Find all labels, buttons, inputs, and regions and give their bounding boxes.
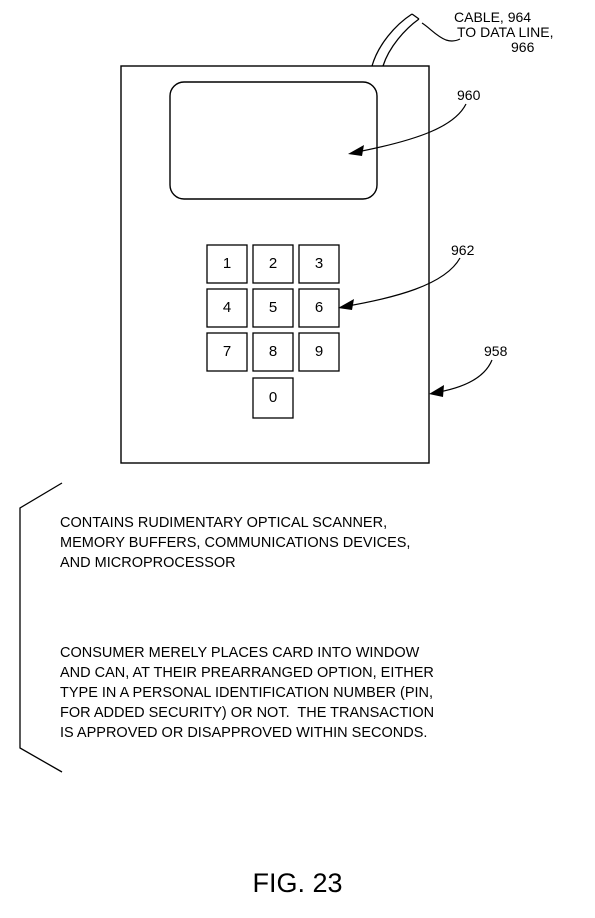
arrowhead-962 [338, 299, 354, 310]
figure-label: FIG. 23 [252, 868, 343, 898]
description-paragraph-2-line-3: TYPE IN A PERSONAL IDENTIFICATION NUMBER… [60, 685, 434, 701]
key-label-0: 0 [268, 389, 278, 406]
key-label-4: 4 [222, 299, 232, 316]
key-label-9: 9 [314, 343, 324, 360]
key-5 [252, 288, 294, 328]
key-label-5: 5 [268, 299, 278, 316]
key-label-2: 2 [268, 255, 278, 272]
card-window [169, 81, 378, 200]
key-label-6: 6 [314, 299, 324, 316]
key-8 [252, 332, 294, 372]
arrowhead-958 [429, 385, 444, 397]
callout-window-960: 960 [457, 87, 481, 103]
keypad [206, 244, 340, 419]
leader-arrow-960 [351, 103, 467, 154]
description-paragraph-2-line-5: IS APPROVED OR DISAPPROVED WITHIN SECOND… [60, 725, 428, 741]
description-paragraph-1-line-1: CONTAINS RUDIMENTARY OPTICAL SCANNER, [60, 515, 388, 531]
key-label-3: 3 [314, 255, 324, 272]
callout-cable-line-2: TO DATA LINE, [457, 24, 554, 40]
callout-cable-line-1: CABLE, 964 [454, 9, 532, 25]
key-2 [252, 244, 294, 284]
key-1 [206, 244, 248, 284]
arrowhead-960 [348, 145, 364, 156]
terminal-device-body [120, 65, 430, 464]
callout-cable-line-3: 966 [511, 39, 535, 55]
cable [371, 13, 420, 67]
key-7 [206, 332, 248, 372]
description-paragraph-2-line-4: FOR ADDED SECURITY) OR NOT. THE TRANSACT… [60, 705, 435, 721]
key-9 [298, 332, 340, 372]
key-label-8: 8 [268, 343, 278, 360]
key-3 [298, 244, 340, 284]
description-paragraph-1-line-2: MEMORY BUFFERS, COMMUNICATIONS DEVICES, [60, 535, 411, 551]
callout-keypad-962: 962 [451, 242, 475, 258]
key-4 [206, 288, 248, 328]
key-label-1: 1 [222, 255, 232, 272]
description-paragraph-2-line-1: CONSUMER MERELY PLACES CARD INTO WINDOW [60, 645, 420, 661]
description-bracket [19, 482, 63, 773]
description-paragraph-2-line-2: AND CAN, AT THEIR PREARRANGED OPTION, EI… [60, 665, 434, 681]
callout-device-958: 958 [484, 343, 508, 359]
key-0 [252, 377, 294, 419]
leader-arrow-962 [341, 257, 461, 308]
key-label-7: 7 [222, 343, 232, 360]
leader-cable [421, 22, 461, 42]
description-paragraph-1-line-3: AND MICROPROCESSOR [60, 555, 236, 571]
